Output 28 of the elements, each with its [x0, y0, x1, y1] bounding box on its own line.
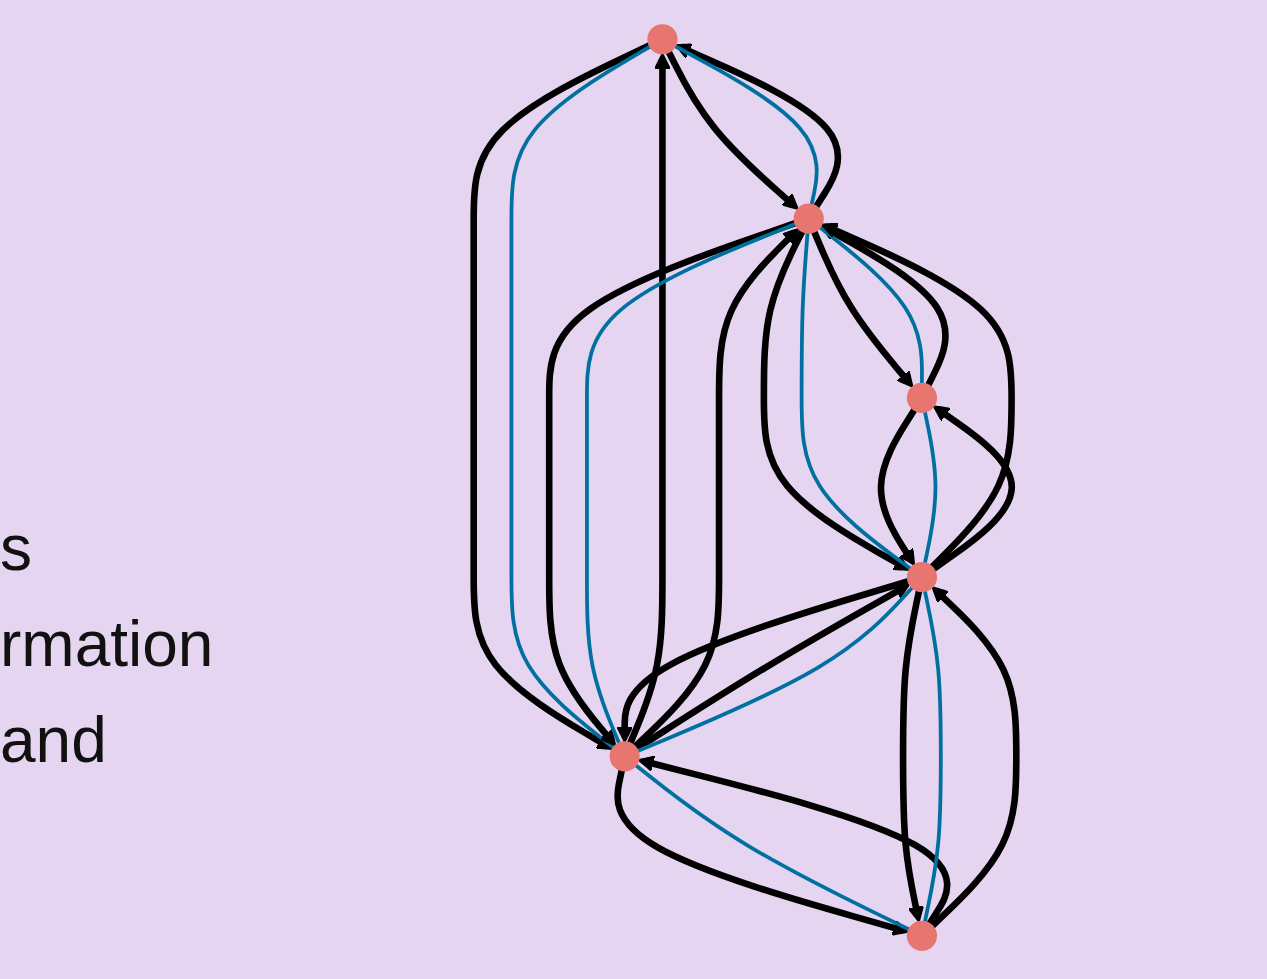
arrow	[545, 220, 797, 747]
arrow	[627, 52, 671, 745]
connector	[818, 225, 924, 384]
arrow	[470, 42, 652, 750]
connector	[923, 590, 943, 923]
arrow	[665, 50, 799, 210]
node-circle	[906, 562, 938, 593]
arrow	[674, 43, 842, 209]
connector	[509, 44, 652, 750]
connector	[585, 222, 797, 745]
arrow	[929, 586, 1020, 929]
arrow	[637, 755, 951, 926]
node-circle	[609, 741, 640, 772]
node-circle	[906, 920, 938, 951]
connector	[673, 44, 819, 206]
arrow	[931, 405, 1016, 572]
arrow	[899, 590, 925, 923]
arrow	[820, 222, 1015, 570]
node-circle	[906, 382, 938, 413]
connector	[923, 411, 938, 564]
arrow	[760, 229, 911, 571]
connector	[799, 232, 912, 571]
note-text: s rmation and	[0, 511, 215, 778]
arrow	[877, 408, 918, 566]
arrow	[811, 230, 914, 388]
node-circle	[793, 203, 824, 234]
node-circle	[647, 24, 678, 55]
arrow	[820, 224, 949, 387]
